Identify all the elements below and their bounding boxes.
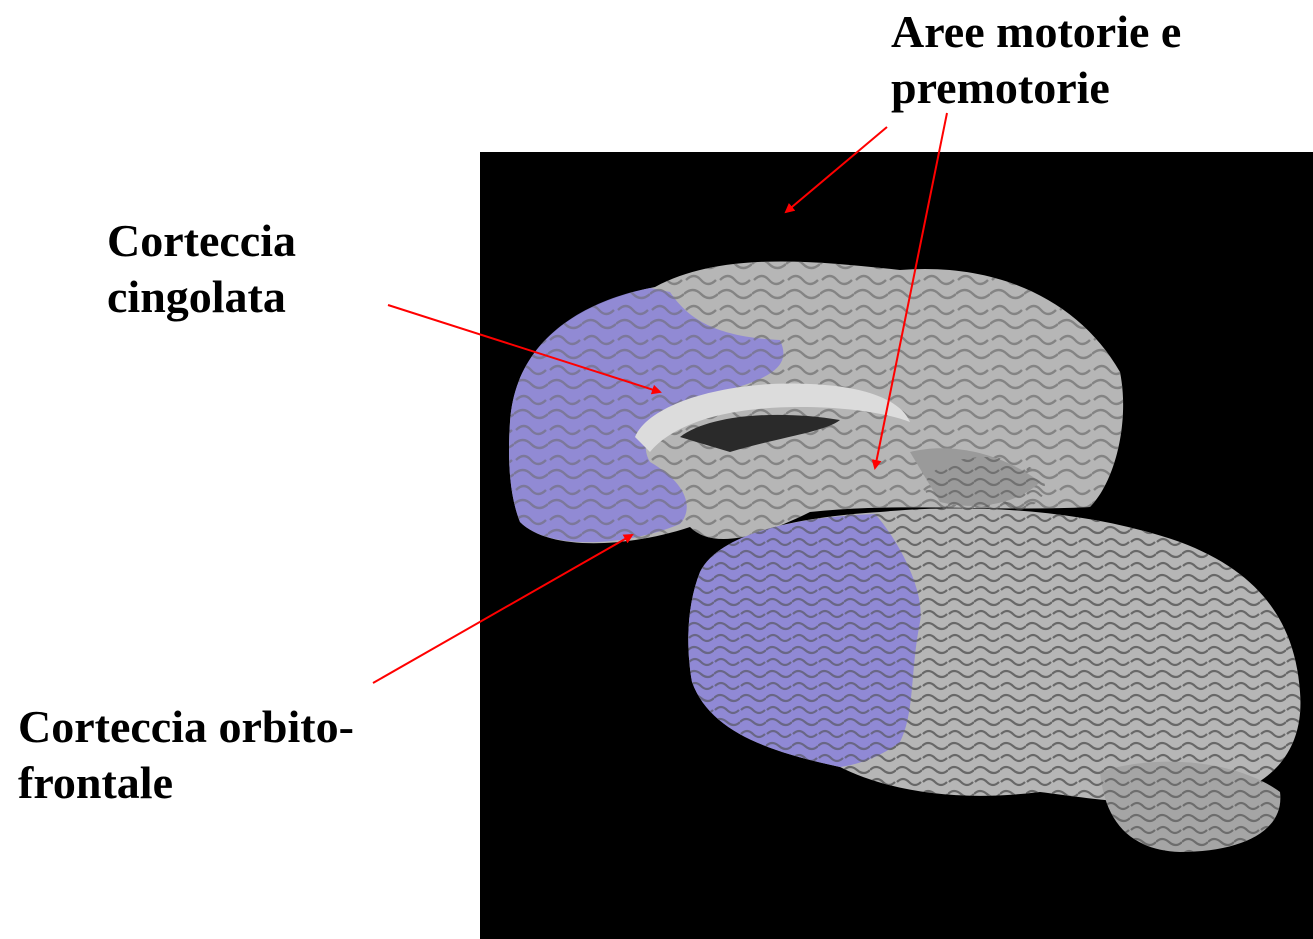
label-aree-line2: premotorie — [891, 60, 1181, 116]
brain-image — [480, 152, 1313, 939]
label-cing-line2: cingolata — [107, 269, 296, 325]
label-cing-line1: Corteccia — [107, 213, 296, 269]
medial-hemisphere — [509, 261, 1123, 543]
label-orbi-line2: frontale — [18, 755, 354, 811]
label-aree-line1: Aree motorie e — [891, 4, 1181, 60]
cerebellum-medial — [925, 457, 1045, 517]
label-corteccia-cingolata: Corteccia cingolata — [107, 213, 296, 325]
label-orbi-line1: Corteccia orbito- — [18, 699, 354, 755]
label-corteccia-orbitofrontale: Corteccia orbito- frontale — [18, 699, 354, 811]
label-aree-motorie-premotorie: Aree motorie e premotorie — [891, 4, 1181, 116]
